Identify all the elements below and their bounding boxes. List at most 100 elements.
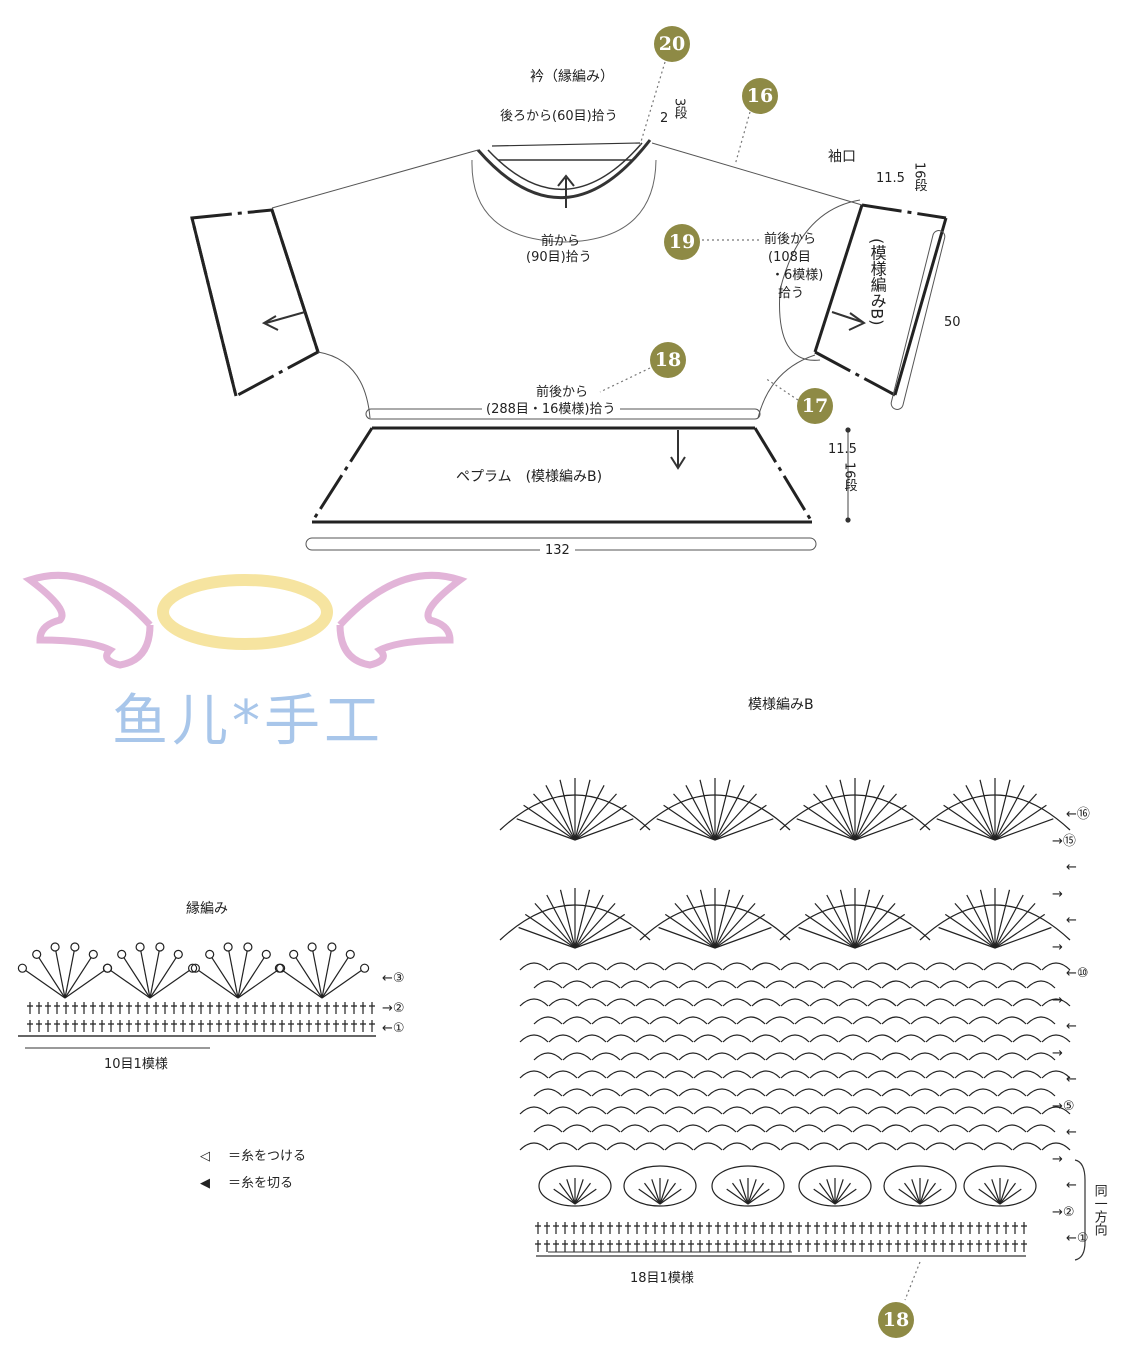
pattern-b-chain-loop <box>519 1034 549 1043</box>
pattern-b-shell-stitch <box>911 1179 921 1205</box>
pattern-b-chain-loop <box>1041 1142 1071 1151</box>
pattern-b-fan-stitch <box>979 889 996 949</box>
edging-base-stitch <box>234 1002 240 1014</box>
pattern-b-chain-loop <box>896 1106 926 1115</box>
pattern-b-chain-loop <box>809 962 839 971</box>
edging-base-stitch <box>333 1002 339 1014</box>
pattern-b-chain-loop <box>751 962 781 971</box>
edging-base-stitch <box>162 1002 168 1014</box>
pattern-b-chain-loop <box>925 1070 955 1079</box>
pattern-b-chain-loop <box>896 1070 926 1079</box>
pattern-b-chain-loop <box>635 1070 665 1079</box>
pattern-b-chain-loop <box>751 1106 781 1115</box>
pattern-b-fan-stitch <box>854 894 884 949</box>
edging-base-stitch <box>324 1020 330 1032</box>
pattern-b-row-marker: → <box>1052 939 1063 955</box>
step-badge-20: 20 <box>654 26 690 62</box>
edging-picot <box>70 942 80 952</box>
pattern-b-base-stitch <box>805 1240 811 1252</box>
pattern-b-base-stitch <box>589 1222 595 1234</box>
pattern-b-chain-loop <box>751 998 781 1007</box>
pattern-b-fan-stitch <box>854 889 871 949</box>
pattern-b-chain-loop <box>591 1052 621 1061</box>
pattern-b-base-stitch <box>607 1240 613 1252</box>
pattern-b-fan-stitch <box>994 779 1011 841</box>
pattern-b-base-stitch <box>976 1240 982 1252</box>
pattern-b-chain-loop <box>780 962 810 971</box>
pattern-b-chain-loop <box>635 1034 665 1043</box>
pattern-b-chain-loop <box>910 980 940 989</box>
pattern-b-chain-loop <box>678 1052 708 1061</box>
edging-base-stitch <box>45 1002 51 1014</box>
pattern-b-chain-loop <box>867 1034 897 1043</box>
pattern-b-fan-stitch <box>994 804 1047 841</box>
pattern-b-base-stitch <box>706 1240 712 1252</box>
edging-picot <box>173 949 183 960</box>
edging-base-stitch <box>63 1020 69 1032</box>
pattern-b-base-stitch <box>778 1222 784 1234</box>
pattern-b-row-marker: ←① <box>1066 1231 1089 1246</box>
pattern-b-chain-loop <box>780 1142 810 1151</box>
edging-row-3: ←③ <box>382 971 405 986</box>
pattern-b-chain-loop <box>562 980 592 989</box>
pattern-b-chain-loop <box>896 998 926 1007</box>
pattern-b-base-stitch <box>913 1240 919 1252</box>
legend-join-text: ＝糸をつける <box>228 1149 307 1164</box>
pattern-b-row-marker: ←⑯ <box>1066 807 1090 822</box>
pattern-b-chain-loop <box>954 1106 984 1115</box>
pattern-b-shell-stitch <box>904 1182 921 1205</box>
edging-base-stitch <box>252 1002 258 1014</box>
legend-cut-text: ＝糸を切る <box>228 1176 294 1191</box>
pattern-b-base-stitch <box>625 1222 631 1234</box>
pattern-b-base-stitch <box>697 1222 703 1234</box>
pattern-b-shell <box>711 1165 785 1207</box>
pattern-b-chain-loop <box>533 1016 563 1025</box>
pattern-b-base-stitch <box>733 1222 739 1234</box>
edging-base-stitch <box>333 1020 339 1032</box>
pattern-b-fan-stitch <box>854 926 912 949</box>
edging-base-stitch <box>171 1020 177 1032</box>
pattern-b-chain-loop <box>881 1124 911 1133</box>
edging-picot <box>190 963 200 973</box>
pattern-b-base-stitch <box>715 1222 721 1234</box>
pattern-b-chain-loop <box>997 1124 1027 1133</box>
pattern-b-fan-stitch <box>979 779 996 841</box>
pattern-b-chain-loop <box>519 1070 549 1079</box>
peplum-rows-num: 11.5 <box>828 442 857 457</box>
pattern-b-chain-loop <box>765 1016 795 1025</box>
pattern-b-fan-stitch <box>938 926 996 949</box>
pattern-b-fan-stitch <box>673 793 716 841</box>
pattern-b-chain-loop <box>533 1052 563 1061</box>
pattern-b-row-marker: ← <box>1066 860 1077 875</box>
edging-base-stitch <box>225 1002 231 1014</box>
edging-base-stitch <box>45 1020 51 1032</box>
pattern-b-title: 模様編みB <box>748 697 814 713</box>
pattern-b-chain-loop <box>925 998 955 1007</box>
edging-fan-stitch <box>123 957 151 999</box>
pattern-b-base-stitch <box>850 1240 856 1252</box>
pattern-b-base-stitch <box>616 1222 622 1234</box>
edging-base-stitch <box>369 1002 375 1014</box>
pattern-b-fan-stitch <box>839 779 856 841</box>
pattern-b-chain-loop <box>693 1070 723 1079</box>
pattern-b-base-stitch <box>814 1222 820 1234</box>
pattern-b-base-stitch <box>940 1240 946 1252</box>
edging-base-stitch <box>54 1020 60 1032</box>
legend-join-icon: ◁ <box>200 1149 210 1164</box>
pattern-b-chain-loop <box>997 1052 1027 1061</box>
edging-base-stitch <box>261 1002 267 1014</box>
pattern-b-fan-stitch <box>656 818 716 841</box>
pattern-b-chain-loop <box>1041 998 1071 1007</box>
pattern-b-chain-loop <box>1012 962 1042 971</box>
pattern-b-base-stitch <box>1012 1222 1018 1234</box>
pattern-b-base-stitch <box>742 1240 748 1252</box>
pattern-b-chain-loop <box>983 1034 1013 1043</box>
pattern-b-shell-stitch <box>984 1182 1001 1205</box>
pattern-b-chain-loop <box>577 1106 607 1115</box>
pattern-b-chain-loop <box>838 1070 868 1079</box>
pattern-b-chain-loop <box>533 1088 563 1097</box>
pattern-b-chain-loop <box>809 1142 839 1151</box>
pattern-b-chain-loop <box>736 1052 766 1061</box>
pattern-b-chain-loop <box>722 962 752 971</box>
edging-row-1: ←① <box>382 1021 405 1036</box>
